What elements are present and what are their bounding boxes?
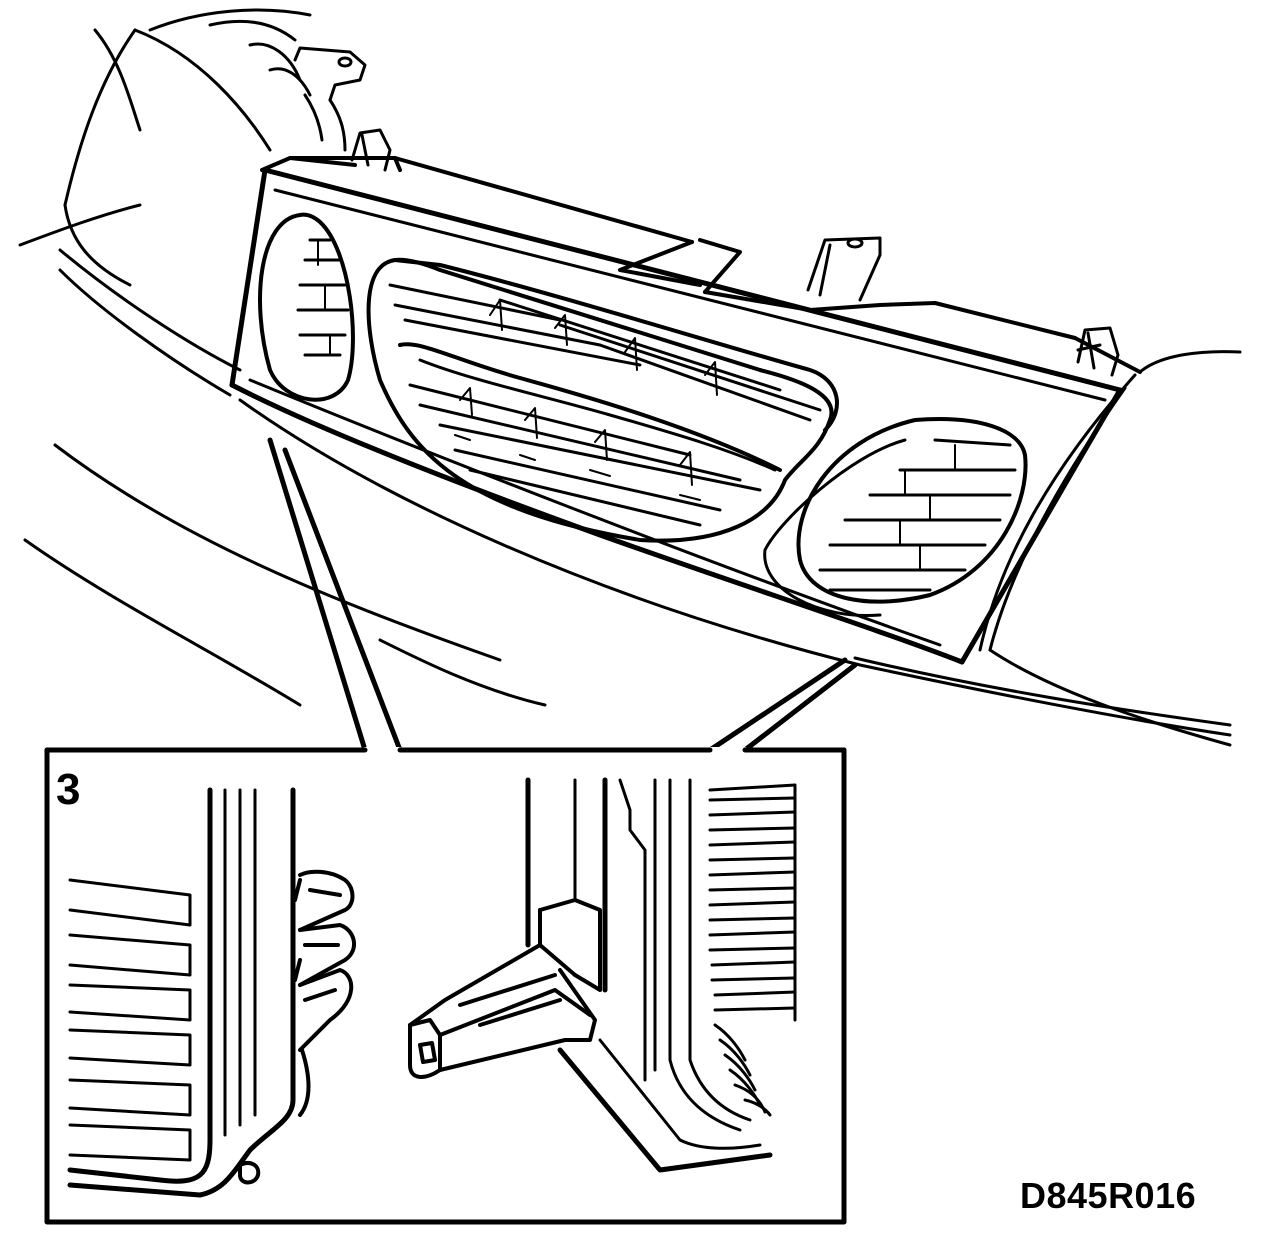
grille-left-opening <box>258 212 355 402</box>
bumper-panel <box>23 248 1242 747</box>
mounting-bracket <box>293 46 882 302</box>
detail-grille-edge-left <box>67 787 296 1198</box>
detail-clip-left <box>238 869 356 1185</box>
headlamp-housing <box>18 8 312 287</box>
front-grille <box>229 167 1123 665</box>
detail-clip-right <box>408 898 602 1079</box>
detail-grille-edge-right <box>525 777 797 1173</box>
detail-inset-frame <box>44 747 847 1225</box>
figure-code-label: D845R016 <box>1020 1175 1197 1216</box>
step-number-label: 3 <box>56 765 81 814</box>
detail-slats-right <box>708 796 797 1117</box>
grille-center-opening <box>366 257 839 543</box>
upper-panel <box>260 156 1142 374</box>
callout-leader <box>267 437 858 753</box>
grille-slat <box>388 283 822 527</box>
grille-right-opening <box>763 417 1028 618</box>
